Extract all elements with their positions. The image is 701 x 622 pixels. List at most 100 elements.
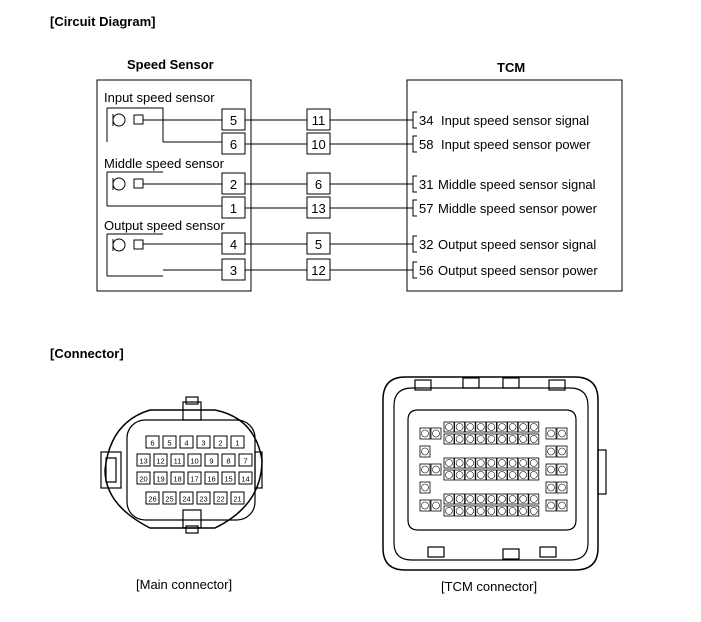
tcm-terminal-brackets <box>412 111 417 279</box>
tcm-pin-contact <box>466 471 475 479</box>
tcm-pin-cell <box>507 493 519 505</box>
sensor-pin-1: 5 <box>230 113 237 128</box>
tcm-pin-contact <box>476 423 485 431</box>
tcm-pin-contact <box>519 459 528 467</box>
tcm-pin-contact <box>487 495 496 503</box>
tcm-pin-cell <box>507 505 519 517</box>
speed-sensor-box <box>96 79 252 292</box>
main-pin-number: 6 <box>150 439 154 448</box>
tcm-pin-contact <box>529 423 538 431</box>
tcm-pin-contact <box>445 435 453 443</box>
tcm-pin-contact <box>476 471 485 479</box>
tcm-pin-cell <box>419 481 431 494</box>
tcm-pin-contact <box>547 429 555 438</box>
mid-pin-4: 13 <box>311 201 325 216</box>
tcm-pin-contact <box>421 465 429 474</box>
mid-pin-6: 12 <box>311 263 325 278</box>
tcm-pin-cell <box>556 427 568 440</box>
tcm-pin-1: 34 <box>419 113 433 128</box>
tcm-pin-cell <box>528 457 540 469</box>
tcm-pin-cell <box>485 505 497 517</box>
tcm-pin-contact <box>432 429 440 438</box>
tcm-pin-cell <box>443 469 455 481</box>
tcm-connector-caption: [TCM connector] <box>441 579 538 594</box>
mid-pin-1: 11 <box>312 113 326 128</box>
tcm-pin-cell <box>507 457 519 469</box>
tcm-pin-cell <box>464 433 476 445</box>
tcm-label-5: Output speed sensor signal <box>438 237 596 252</box>
main-pin-cell <box>196 491 211 505</box>
main-pin-cell <box>230 435 245 449</box>
connector-heading: [Connector] <box>50 346 124 361</box>
tcm-pin-cell <box>454 505 466 517</box>
tcm-pin-cell <box>464 421 476 433</box>
tcm-pin-contact <box>476 459 485 467</box>
tcm-pin-cell <box>419 463 431 476</box>
tcm-pin-2: 58 <box>419 137 433 152</box>
main-pin-cell <box>221 471 236 485</box>
main-pin-number: 15 <box>224 475 232 484</box>
main-pin-number: 10 <box>190 457 198 466</box>
tcm-pin-cell <box>528 505 540 517</box>
tcm-pin-contact <box>445 459 453 467</box>
tcm-pin-contact <box>466 423 475 431</box>
tcm-box <box>406 79 623 292</box>
tcm-pin-contact <box>498 495 506 503</box>
main-pin-cell <box>204 453 219 467</box>
tcm-pin-contact <box>547 483 555 492</box>
tcm-pin-cell <box>419 499 431 512</box>
main-pin-number: 17 <box>190 475 198 484</box>
tcm-pin-cell <box>496 457 508 469</box>
tcm-pin-contact <box>455 435 464 443</box>
main-pin-cell <box>238 471 253 485</box>
tcm-pin-contact <box>421 447 429 456</box>
tcm-pin-contact <box>498 507 506 515</box>
main-pin-number: 14 <box>241 475 249 484</box>
tcm-connector <box>382 376 607 571</box>
tcm-pin-cell <box>475 433 487 445</box>
tcm-pin-cell <box>485 469 497 481</box>
tcm-pin-cell <box>475 469 487 481</box>
tcm-pin-cell <box>507 421 519 433</box>
tcm-pin-contact <box>529 471 538 479</box>
tcm-pin-contact <box>466 459 475 467</box>
tcm-pin-cell <box>464 457 476 469</box>
main-pin-cell <box>213 435 228 449</box>
main-pin-number: 26 <box>148 495 156 504</box>
tcm-pin-cell <box>556 481 568 494</box>
tcm-pin-3: 31 <box>419 177 433 192</box>
main-pin-cell <box>153 453 168 467</box>
tcm-pin-cell <box>419 427 431 440</box>
tcm-pin-cell <box>443 433 455 445</box>
tcm-label-4: Middle speed sensor power <box>438 201 598 216</box>
tcm-pin-contact <box>508 495 517 503</box>
tcm-pin-contact <box>498 423 506 431</box>
tcm-pin-cell <box>443 421 455 433</box>
tcm-pin-contact <box>519 507 528 515</box>
tcm-pin-contact <box>519 471 528 479</box>
tcm-pin-contact <box>455 495 464 503</box>
wires <box>143 119 413 271</box>
tcm-pin-contact <box>508 507 517 515</box>
tcm-pin-5: 32 <box>419 237 433 252</box>
tcm-pin-cell <box>496 421 508 433</box>
tcm-pin-contact <box>519 495 528 503</box>
tcm-pin-cell <box>464 493 476 505</box>
tcm-pin-cell <box>517 469 529 481</box>
tcm-pin-contact <box>455 423 464 431</box>
tcm-pin-cell <box>485 433 497 445</box>
main-connector-caption: [Main connector] <box>136 577 233 592</box>
tcm-pin-cell <box>496 469 508 481</box>
sensor-pin-5: 4 <box>230 237 237 252</box>
tcm-pin-contact <box>529 435 538 443</box>
tcm-pin-contact <box>445 495 453 503</box>
tcm-label-1: Input speed sensor signal <box>441 113 589 128</box>
tcm-pin-cell <box>485 421 497 433</box>
tcm-pin-contact <box>476 495 485 503</box>
tcm-pin-contact <box>519 435 528 443</box>
tcm-pin-cell <box>496 493 508 505</box>
sensor-pin-6: 3 <box>230 263 237 278</box>
tcm-pin-contact <box>558 501 566 510</box>
tcm-title: TCM <box>497 60 526 75</box>
tcm-pin-contact <box>498 471 506 479</box>
